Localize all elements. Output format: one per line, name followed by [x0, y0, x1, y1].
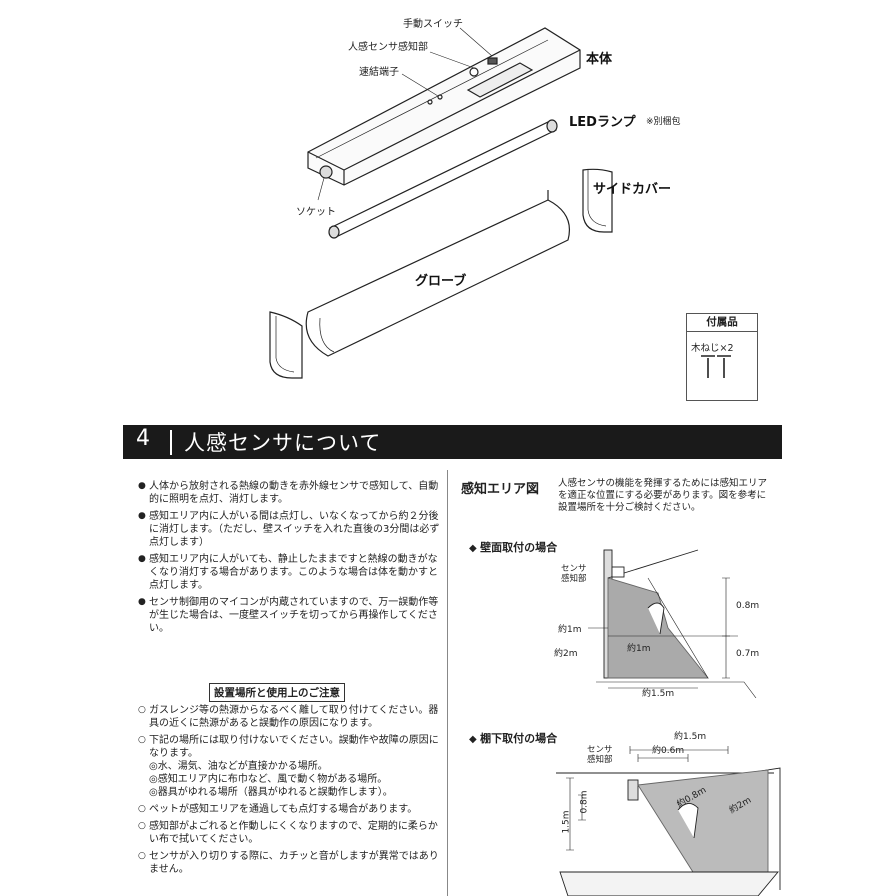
wall-distance-1: 約1m [627, 644, 651, 654]
section-divider [170, 430, 172, 455]
shelf-mount-diagram [556, 746, 781, 896]
shelf-width-2: 約0.6m [652, 746, 685, 756]
caution-list: ガスレンジ等の熱源からなるべく離して取り付けてください。器具の近くに熱源があると… [138, 704, 443, 880]
feature-item: 感知エリア内に人がいる間は点灯し、いなくなってから約２分後に消灯します。（ただし… [138, 510, 443, 549]
label-side-cover: サイドカバー [593, 182, 672, 197]
shelf-case-title: 棚下取付の場合 [469, 730, 557, 746]
label-globe: グローブ [415, 274, 467, 289]
accessories-title: 付属品 [687, 314, 757, 332]
caution-item: ガスレンジ等の熱源からなるべく離して取り付けてください。器具の近くに熱源があると… [138, 704, 443, 730]
area-description: 人感センサの機能を発揮するためには感知エリアを適正な位置にする必要があります。図… [558, 478, 768, 513]
feature-item: センサ制御用のマイコンが内蔵されていますので、万一誤動作等が生じた場合は、一度壁… [138, 596, 443, 635]
caution-title: 設置場所と使用上のご注意 [209, 683, 345, 702]
label-body: 本体 [586, 52, 613, 67]
wall-distance-2: 約1.5m [642, 689, 675, 699]
wall-range-1: 約1m [558, 625, 582, 635]
shelf-sensor-label: センサ 感知部 [587, 745, 613, 765]
label-sensor: 人感センサ感知部 [348, 42, 428, 53]
label-manual-switch: 手動スイッチ [403, 19, 463, 30]
wall-height-1: 0.8m [736, 601, 760, 611]
exploded-diagram [269, 27, 731, 379]
accessories-box: 付属品 木ねじ×2 [686, 313, 758, 401]
caution-item: ペットが感知エリアを通過しても点灯する場合があります。 [138, 803, 443, 816]
label-socket: ソケット [296, 207, 336, 218]
feature-item: 感知エリア内に人がいても、静止したままですと熱線の動きがなくなり消灯する場合があ… [138, 553, 443, 592]
wall-range-2: 約2m [554, 649, 578, 659]
label-terminal: 速結端子 [359, 67, 399, 78]
wall-sensor-label: センサ 感知部 [561, 564, 587, 584]
caution-item: 下記の場所には取り付けないでください。誤動作や故障の原因になります。 ◎水、湯気… [138, 734, 443, 799]
section-number: 4 [136, 426, 150, 451]
wall-case-title: 壁面取付の場合 [469, 539, 557, 555]
shelf-height-1: 0.8m [579, 790, 590, 814]
wall-mount-diagram [588, 549, 757, 698]
section-title: 人感センサについて [184, 431, 382, 455]
feature-list: 人体から放射される熱線の動きを赤外線センサで感知して、自動的に照明を点灯、消灯し… [138, 480, 443, 639]
caution-item: センサが入り切りする際に、カチッと音がしますが異常ではありません。 [138, 850, 443, 876]
shelf-height-2: 1.5m [561, 810, 572, 834]
section-header [123, 425, 782, 459]
wall-height-2: 0.7m [736, 649, 760, 659]
shelf-width-1: 約1.5m [674, 732, 707, 742]
column-divider [447, 470, 448, 896]
feature-item: 人体から放射される熱線の動きを赤外線センサで感知して、自動的に照明を点灯、消灯し… [138, 480, 443, 506]
caution-item: 感知部がよごれると作動しにくくなりますので、定期的に柔らかい布で拭いてください。 [138, 820, 443, 846]
label-led-note: ※別梱包 [646, 117, 681, 127]
accessories-item: 木ねじ×2 [691, 343, 734, 354]
area-title: 感知エリア図 [461, 482, 540, 497]
label-led-lamp: LEDランプ [569, 115, 636, 130]
